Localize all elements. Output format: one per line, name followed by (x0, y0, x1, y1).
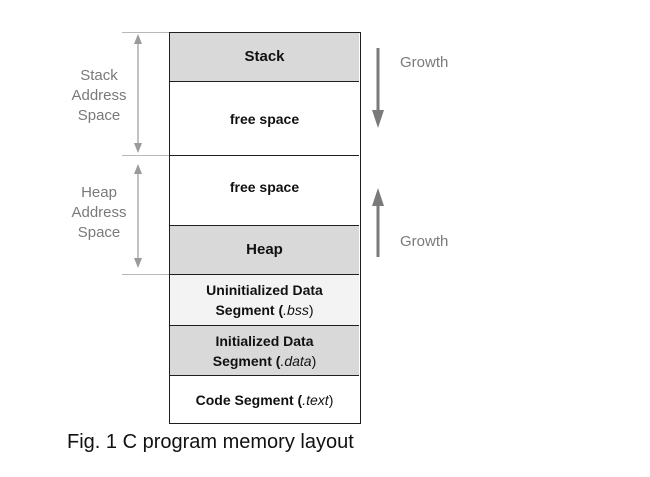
stack-segment: Stack (170, 33, 359, 82)
free-space-top: free space (170, 82, 359, 156)
stack-heap-boundary-guide (122, 155, 170, 156)
data-segment: Initialized Data Segment (.data) (170, 326, 359, 376)
bss-line2: Segment (.bss) (215, 302, 314, 318)
growth-top-label: Growth (400, 54, 449, 71)
heap-range-arrow (134, 164, 142, 268)
free-space-top-label: free space (229, 110, 300, 127)
stack-top-guide (122, 32, 170, 33)
heap-bottom-guide (122, 274, 170, 275)
free-space-bottom: free space (170, 156, 359, 226)
stack-range-arrow (134, 34, 142, 153)
stack-label: Stack (244, 48, 285, 65)
data-line1: Initialized Data (215, 332, 314, 349)
bss-segment: Uninitialized Data Segment (.bss) (170, 275, 359, 326)
growth-down-arrow (372, 48, 384, 128)
bss-line1: Uninitialized Data (206, 282, 323, 298)
growth-bottom-label: Growth (400, 233, 449, 250)
code-line: Code Segment (.text) (195, 391, 334, 408)
free-space-bottom-label: free space (229, 178, 300, 195)
heap-label: Heap (246, 241, 283, 258)
data-line2: Segment (.data) (212, 352, 317, 369)
code-segment: Code Segment (.text) (170, 376, 359, 423)
growth-up-arrow (372, 188, 384, 257)
figure-caption: Fig. 1 C program memory layout (67, 431, 354, 453)
heap-segment: Heap (170, 226, 359, 275)
